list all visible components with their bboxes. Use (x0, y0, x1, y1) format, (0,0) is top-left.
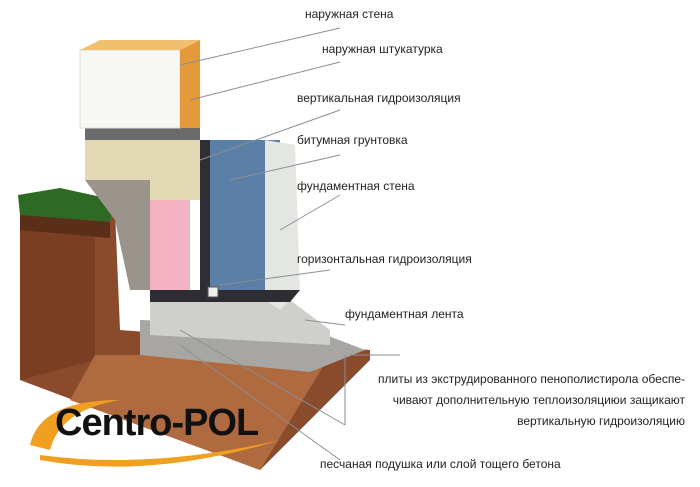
label-eps-note: плиты из экструдированного пенополистиро… (378, 369, 685, 432)
outer-plaster (85, 140, 200, 200)
gravel-backfill (85, 180, 155, 290)
outer-wall-top (80, 40, 200, 50)
grass (18, 188, 115, 222)
drain-marker (207, 286, 219, 298)
soil-top-trench (70, 355, 330, 470)
eps-note-line: вертикальную гидроизоляцию (517, 414, 685, 428)
foundation-strip (150, 300, 330, 345)
leader-lines (179, 27, 400, 461)
eps-note-line: чивают дополнительную теплоизоляциюи защ… (392, 393, 685, 407)
centro-pol-logo: Centro-POL (55, 402, 259, 444)
label-vertical-waterproofing: вертикальная гидроизоляция (297, 91, 461, 105)
logo-swoosh-lower (40, 440, 280, 467)
label-outer-wall: наружная стена (305, 7, 394, 21)
label-sand-cushion: песчаная подушка или слой тощего бетона (320, 457, 561, 471)
base-dark-band (85, 128, 200, 140)
soil-front (20, 205, 95, 380)
outer-wall-white (79, 49, 181, 129)
horizontal-waterproofing (150, 290, 300, 302)
logo-swoosh (30, 400, 120, 450)
bitumen-primer (200, 140, 210, 290)
label-foundation-strip: фундаментная лента (345, 307, 464, 321)
label-outer-plaster: наружная штукатурка (322, 42, 443, 56)
label-foundation-wall: фундаментная стена (297, 179, 415, 193)
outer-wall-brick (180, 40, 200, 128)
label-horizontal-waterproofing: горизонтальная гидроизоляция (297, 252, 472, 266)
foundation-wall-blocks (265, 140, 300, 310)
soil-top-layer (20, 215, 110, 238)
label-bitumen-primer: битумная грунтовка (297, 133, 408, 147)
vertical-waterproofing (200, 140, 280, 290)
eps-note-line: плиты из экструдированного пенополистиро… (378, 372, 685, 386)
